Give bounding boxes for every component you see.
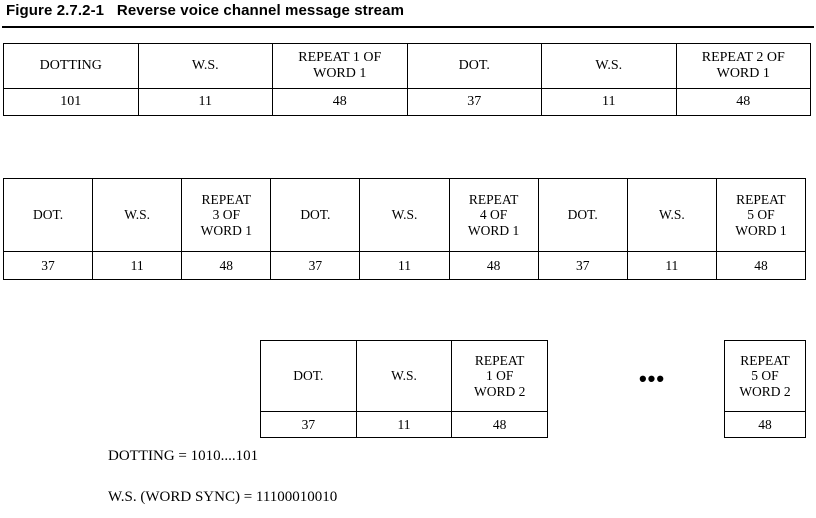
- cell-text: DOT.: [458, 57, 490, 73]
- cell-text: DOT.: [293, 368, 324, 384]
- cell-text: W.S.: [124, 207, 151, 223]
- table-cell-value: 11: [626, 251, 717, 280]
- table-cell-header: REPEAT 5 OF WORD 1: [715, 178, 807, 252]
- footnote-dotting: DOTTING = 1010....101: [108, 448, 259, 464]
- table-row-values: 101 11 48 37 11 48: [3, 88, 811, 116]
- table-cell-header: W.S.: [137, 43, 273, 89]
- table-row-headers: REPEAT 5 OF WORD 2: [724, 340, 806, 412]
- table-cell-header: W.S.: [541, 43, 677, 89]
- table-cell-value: 48: [451, 411, 548, 438]
- table-cell-value: 48: [675, 88, 811, 116]
- table-cell-header: W.S.: [355, 340, 453, 412]
- table-cell-value: 11: [355, 411, 453, 438]
- cell-text: REPEAT 4 OF WORD 1: [467, 191, 520, 238]
- table-cell-value: 48: [448, 251, 539, 280]
- table-row-headers: DOTTING W.S. REPEAT 1 OF WORD 1 DOT. W.S…: [3, 43, 811, 89]
- table-cell-value: 48: [272, 88, 408, 116]
- cell-text: W.S.: [191, 57, 219, 73]
- table-cell-header: DOT.: [537, 178, 628, 252]
- table-cell-header: REPEAT 3 OF WORD 1: [181, 178, 272, 252]
- cell-text: W.S.: [391, 207, 418, 223]
- cell-text: REPEAT 2 OF WORD 1: [701, 49, 785, 81]
- table-cell-value: 37: [260, 411, 357, 438]
- table-cell-header: DOT.: [2, 178, 94, 252]
- table-cell-value: 37: [537, 251, 628, 280]
- footnote-word-sync: W.S. (WORD SYNC) = 11100010010: [108, 489, 338, 505]
- table-cell-header: DOT.: [270, 178, 361, 252]
- cell-text: W.S.: [595, 57, 623, 73]
- cell-text: DOT.: [300, 207, 331, 223]
- table-cell-value: 11: [541, 88, 677, 116]
- table-row-headers: DOT. W.S. REPEAT 1 OF WORD 2: [260, 340, 548, 412]
- cell-text: REPEAT 1 OF WORD 2: [473, 352, 526, 399]
- table-cell-header: W.S.: [626, 178, 717, 252]
- table-cell-value: 37: [270, 251, 361, 280]
- table-row-values: 37 11 48: [260, 411, 548, 438]
- table-cell-header: REPEAT 2 OF WORD 1: [675, 43, 811, 89]
- table-cell-value: 11: [137, 88, 273, 116]
- message-stream-table-row-3: DOT. W.S. REPEAT 1 OF WORD 2 37 11 48: [260, 340, 548, 438]
- table-cell-header: REPEAT 1 OF WORD 2: [451, 340, 548, 412]
- cell-text: DOT.: [567, 207, 598, 223]
- table-row-headers: DOT. W.S. REPEAT 3 OF WORD 1 DOT. W.S. R…: [2, 178, 807, 252]
- table-cell-header: DOTTING: [3, 43, 139, 89]
- message-stream-table-row-3-tail: REPEAT 5 OF WORD 2 48: [724, 340, 806, 438]
- cell-text: DOTTING: [39, 57, 102, 73]
- table-row-values: 37 11 48 37 11 48 37 11 48: [2, 251, 807, 280]
- table-cell-header: REPEAT 1 OF WORD 1: [272, 43, 408, 89]
- message-stream-table-row-1: DOTTING W.S. REPEAT 1 OF WORD 1 DOT. W.S…: [3, 43, 811, 116]
- table-cell-header: REPEAT 5 OF WORD 2: [724, 340, 806, 412]
- table-cell-header: W.S.: [359, 178, 450, 252]
- cell-text: REPEAT 5 OF WORD 1: [735, 191, 787, 238]
- cell-text: W.S.: [391, 368, 417, 384]
- cell-text: REPEAT 5 OF WORD 2: [739, 352, 791, 399]
- table-cell-header: W.S.: [92, 178, 183, 252]
- table-row-values: 48: [724, 411, 806, 438]
- message-stream-table-row-2: DOT. W.S. REPEAT 3 OF WORD 1 DOT. W.S. R…: [2, 178, 807, 280]
- figure-title: Figure 2.7.2-1 Reverse voice channel mes…: [6, 2, 405, 19]
- cell-text: DOT.: [32, 207, 64, 223]
- table-cell-value: 37: [406, 88, 542, 116]
- table-cell-header: DOT.: [406, 43, 542, 89]
- table-cell-value: 11: [359, 251, 450, 280]
- cell-text: W.S.: [658, 207, 685, 223]
- title-divider: [2, 26, 814, 28]
- table-cell-value: 48: [715, 251, 807, 280]
- table-cell-value: 101: [3, 88, 139, 116]
- table-cell-value: 37: [2, 251, 94, 280]
- table-cell-value: 48: [181, 251, 272, 280]
- ellipsis-separator: •••: [638, 366, 666, 391]
- table-cell-value: 11: [92, 251, 183, 280]
- cell-text: REPEAT 1 OF WORD 1: [298, 49, 382, 81]
- cell-text: REPEAT 3 OF WORD 1: [200, 191, 252, 238]
- table-cell-value: 48: [724, 411, 806, 438]
- table-cell-header: REPEAT 4 OF WORD 1: [448, 178, 539, 252]
- table-cell-header: DOT.: [260, 340, 357, 412]
